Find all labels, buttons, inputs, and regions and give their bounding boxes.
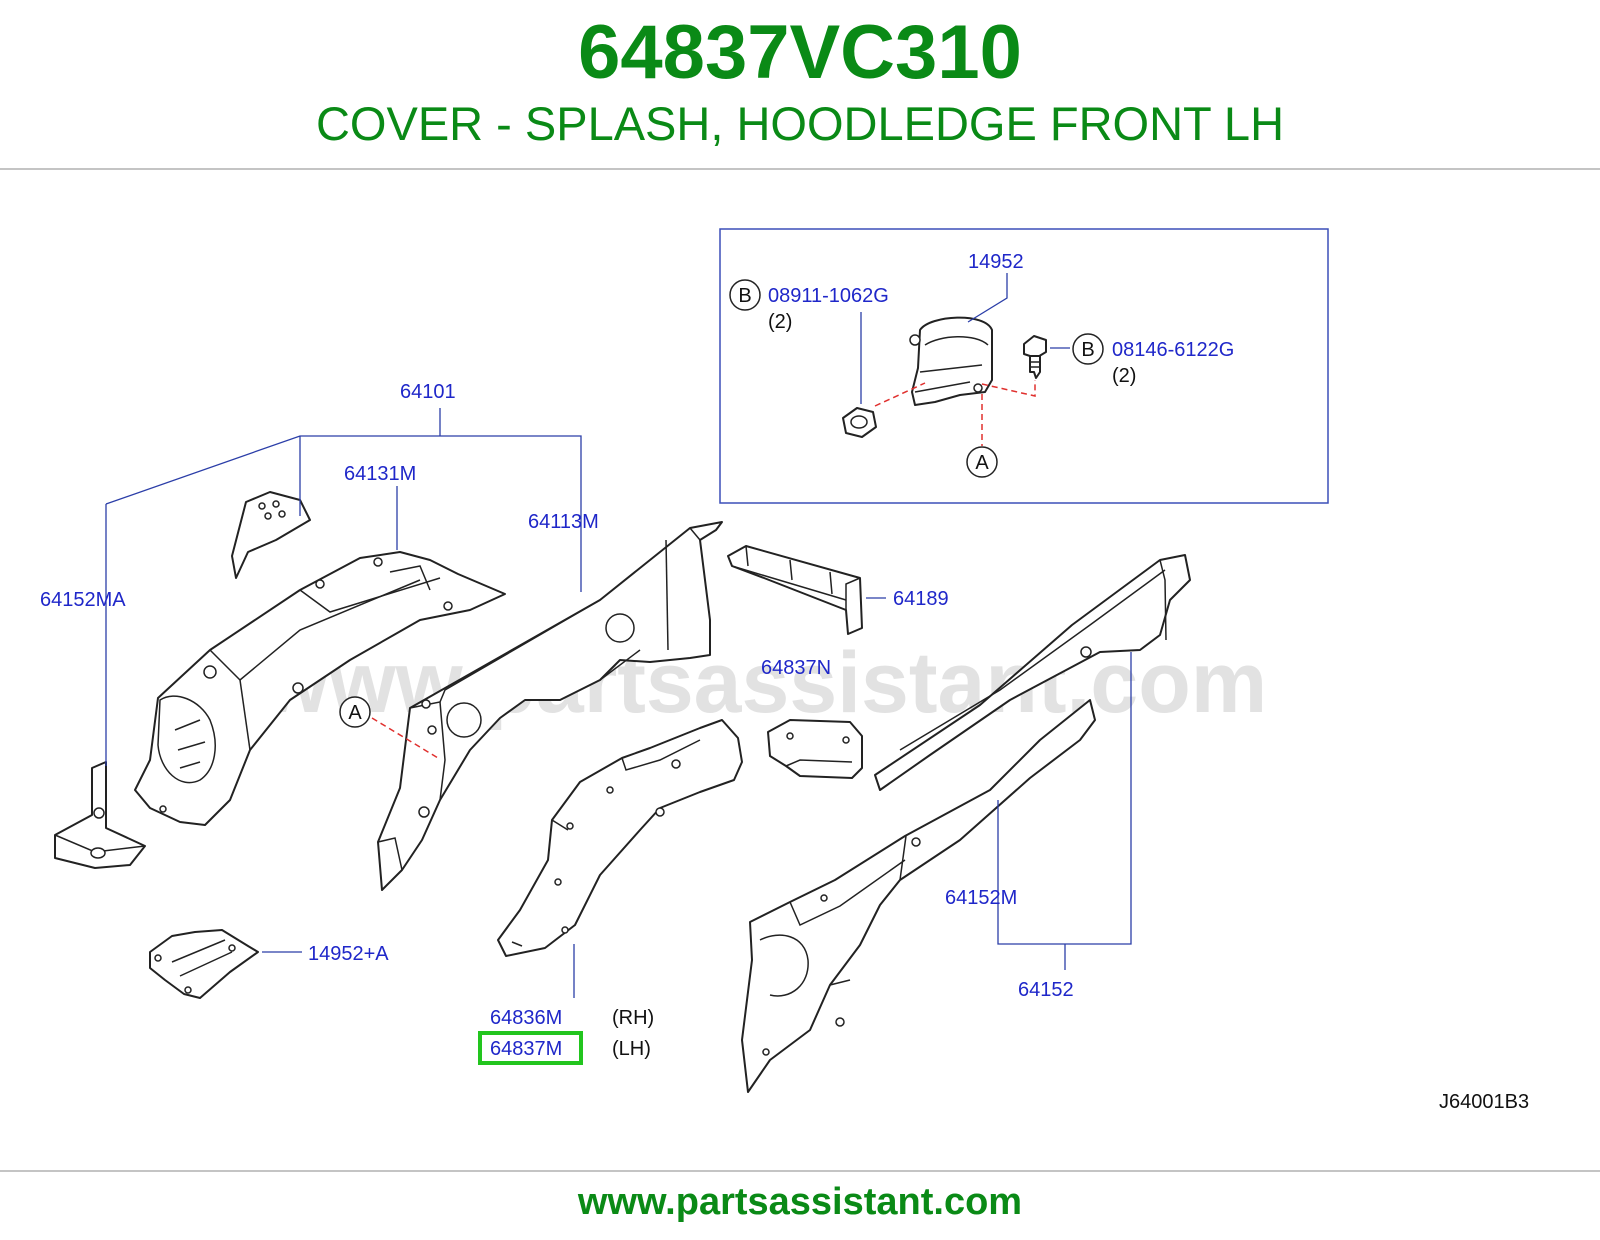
part-14952a-drawing	[149, 929, 259, 999]
footer-url-link[interactable]: www.partsassistant.com	[577, 1181, 1023, 1223]
ref-a-letter-main: A	[348, 702, 362, 724]
label-64836m[interactable]: 64836M	[490, 1007, 562, 1029]
footer-divider	[0, 1170, 1600, 1172]
header-divider	[0, 168, 1600, 170]
label-64152m[interactable]: 64152M	[945, 887, 1017, 909]
parts-diagram: www.partsassistant.com 14952 B 08911-106…	[40, 228, 1529, 1113]
label-64152ma[interactable]: 64152MA	[40, 589, 126, 611]
ref-a-circle-inset	[966, 446, 998, 478]
part-64837m-drawing	[497, 719, 743, 957]
inset-box	[719, 228, 1329, 504]
inset-dash-bolt	[981, 380, 1036, 397]
label-14952a[interactable]: 14952+A	[308, 943, 389, 965]
nut-08911-drawing	[842, 407, 877, 438]
qty-08146: (2)	[1112, 365, 1136, 387]
label-08911-1062g[interactable]: 08911-1062G	[768, 285, 889, 307]
ref-a-letter-inset: A	[975, 452, 989, 474]
inset-dash-nut	[874, 382, 926, 407]
ref-a-circle-main	[339, 696, 371, 728]
ref-a-dash-main	[371, 717, 439, 759]
label-64101[interactable]: 64101	[400, 381, 456, 403]
leader-64152-tree	[997, 652, 1132, 970]
label-08146-6122g[interactable]: 08146-6122G	[1112, 339, 1234, 361]
label-64131m[interactable]: 64131M	[344, 463, 416, 485]
label-64113m[interactable]: 64113M	[528, 511, 599, 533]
part-64131m-drawing	[134, 491, 506, 826]
label-64152[interactable]: 64152	[1018, 979, 1074, 1001]
qty-08911: (2)	[768, 311, 792, 333]
ref-b-circle-left	[729, 279, 761, 311]
label-lh: (LH)	[612, 1038, 651, 1060]
bolt-08146-drawing	[1023, 335, 1047, 379]
ref-b-letter-right: B	[1081, 339, 1094, 361]
page-header: 64837VC310 COVER - SPLASH, HOODLEDGE FRO…	[0, 0, 1600, 170]
label-64837m[interactable]: 64837M	[490, 1038, 562, 1060]
leader-14952	[967, 273, 1008, 323]
part-64152m-drawing	[741, 554, 1191, 1093]
ref-b-letter-left: B	[738, 285, 751, 307]
part-number-title: 64837VC310	[578, 10, 1022, 95]
part-description: COVER - SPLASH, HOODLEDGE FRONT LH	[315, 97, 1285, 150]
label-rh: (RH)	[612, 1007, 654, 1029]
label-64189[interactable]: 64189	[893, 588, 949, 610]
diagram-code: J64001B3	[1439, 1091, 1529, 1113]
part-64113m-drawing	[377, 521, 723, 891]
part-64189-drawing	[727, 545, 863, 635]
bracket-14952-drawing	[909, 316, 993, 406]
label-64837n[interactable]: 64837N	[761, 657, 831, 679]
ref-b-circle-right	[1072, 333, 1104, 365]
highlight-box	[478, 1031, 583, 1065]
part-64837n-drawing	[767, 719, 863, 779]
leader-64101-tree	[105, 408, 582, 766]
label-14952[interactable]: 14952	[968, 251, 1024, 273]
part-64152ma-drawing	[54, 761, 146, 869]
